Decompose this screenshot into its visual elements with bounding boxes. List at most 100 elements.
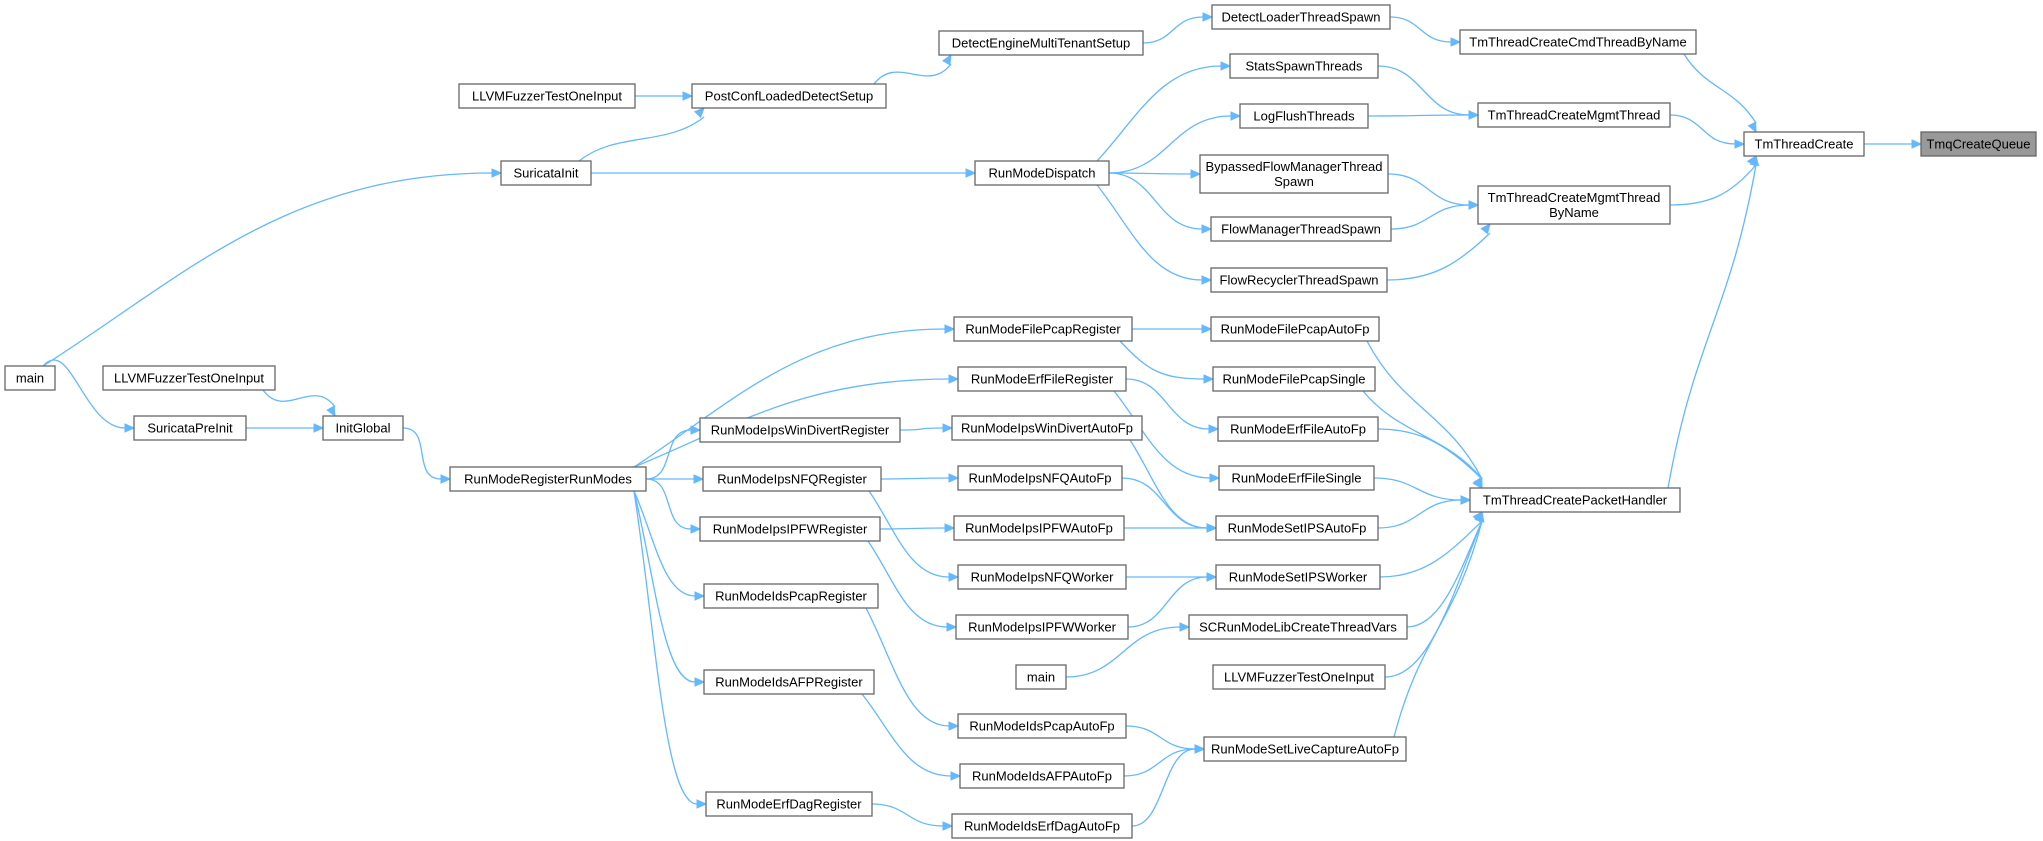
node-rmefr[interactable]: RunModeErfFileRegister	[957, 366, 1127, 392]
arrowhead-rmfpr-to-rmfps	[1203, 374, 1215, 384]
node-label: PostConfLoadedDetectSetup	[705, 89, 873, 104]
edge-rminr-to-rminaf	[880, 477, 950, 480]
node-rmidpr[interactable]: RunModeIdsPcapRegister	[703, 583, 879, 609]
edge-rmedr-to-rmiedaf	[871, 803, 944, 827]
node-rmidpaf[interactable]: RunModeIdsPcapAutoFp	[957, 713, 1127, 739]
arrowhead-rmiedaf-to-rmslcaf	[1194, 744, 1206, 754]
edge-rmiwdr-to-rmiwdaf	[899, 427, 944, 431]
edge-lft-to-tmtcmt	[1367, 114, 1470, 117]
node-rmiafaf[interactable]: RunModeIdsAFPAutoFp	[959, 763, 1125, 789]
node-rmedr[interactable]: RunModeErfDagRegister	[705, 791, 873, 817]
edge-rmiir-to-rmiiw	[867, 540, 948, 628]
node-rmfpr[interactable]: RunModeFilePcapRegister	[953, 316, 1133, 342]
node-label: FlowManagerThreadSpawn	[1221, 222, 1381, 237]
node-dlts[interactable]: DetectLoaderThreadSpawn	[1211, 4, 1391, 30]
node-box	[974, 160, 1110, 186]
node-label: RunModeIdsAFPAutoFp	[972, 769, 1112, 784]
node-label: RunModeDispatch	[989, 166, 1096, 181]
node-main2[interactable]: main	[1015, 664, 1067, 690]
node-pcld[interactable]: PostConfLoadedDetectSetup	[691, 83, 887, 109]
node-rmd[interactable]: RunModeDispatch	[974, 160, 1110, 186]
node-label: RunModeIpsIPFWWorker	[968, 620, 1117, 635]
node-rmsipsaf[interactable]: RunModeSetIPSAutoFp	[1215, 515, 1379, 541]
node-tmq[interactable]: TmqCreateQueue	[1920, 131, 2037, 157]
node-rmefs[interactable]: RunModeErfFileSingle	[1218, 465, 1375, 491]
node-label: RunModeErfFileRegister	[971, 372, 1114, 387]
node-llvm2[interactable]: LLVMFuzzerTestOneInput	[102, 365, 276, 391]
edge-rmd-to-frts	[1096, 184, 1203, 281]
node-llvm1[interactable]: LLVMFuzzerTestOneInput	[458, 83, 636, 109]
node-rmiedaf[interactable]: RunModeIdsErfDagAutoFp	[951, 813, 1133, 839]
edge-rmiafr-to-rmiafaf	[861, 693, 952, 777]
edge-rmiafaf-to-rmslcaf	[1123, 748, 1196, 777]
node-rmiafr[interactable]: RunModeIdsAFPRegister	[703, 669, 875, 695]
node-sst[interactable]: StatsSpawnThreads	[1229, 53, 1379, 79]
node-box	[703, 669, 875, 695]
arrowhead-rmefaf-to-tmtcph	[1472, 477, 1483, 489]
edge-rmidpaf-to-rmslcaf	[1125, 725, 1196, 750]
edge-main2-to-scrmlctv	[1065, 626, 1181, 678]
node-spi[interactable]: SuricataPreInit	[133, 415, 247, 441]
edge-rmd-to-bfmts	[1108, 172, 1192, 175]
node-rmfpaf[interactable]: RunModeFilePcapAutoFp	[1210, 316, 1380, 342]
node-lft[interactable]: LogFlushThreads	[1239, 103, 1369, 129]
node-box	[957, 366, 1127, 392]
node-label: RunModeIdsPcapAutoFp	[969, 719, 1114, 734]
edge-rmiiw-to-rmsipsw	[1127, 576, 1208, 628]
arrowhead-rmd-to-fmts	[1201, 224, 1213, 234]
node-box	[1203, 736, 1407, 762]
node-label: StatsSpawnThreads	[1245, 59, 1363, 74]
node-si[interactable]: SuricataInit	[500, 160, 592, 186]
node-main1[interactable]: main	[4, 365, 56, 391]
node-rmiir[interactable]: RunModeIpsIPFWRegister	[699, 516, 881, 542]
node-tmtc[interactable]: TmThreadCreate	[1743, 131, 1865, 157]
node-box	[1239, 103, 1369, 129]
node-rminaf[interactable]: RunModeIpsNFQAutoFp	[957, 465, 1123, 491]
node-box	[1210, 316, 1380, 342]
node-rmiwdr[interactable]: RunModeIpsWinDivertRegister	[699, 417, 901, 443]
node-rmrrm[interactable]: RunModeRegisterRunModes	[449, 466, 647, 492]
node-tmtcph[interactable]: TmThreadCreatePacketHandler	[1469, 487, 1681, 513]
node-rmfps[interactable]: RunModeFilePcapSingle	[1212, 366, 1376, 392]
node-tmtcmt[interactable]: TmThreadCreateMgmtThread	[1477, 102, 1671, 128]
node-scrmlctv[interactable]: SCRunModeLibCreateThreadVars	[1188, 614, 1408, 640]
node-rmiwdaf[interactable]: RunModeIpsWinDivertAutoFp	[951, 415, 1143, 441]
arrowhead-tmtcph-to-tmtc	[1749, 154, 1760, 167]
node-tmtccbn[interactable]: TmThreadCreateCmdThreadByName	[1459, 29, 1697, 55]
edge-main1-to-spi	[42, 359, 126, 429]
node-ig[interactable]: InitGlobal	[322, 415, 404, 441]
edge-rmrrm-to-rmedr	[633, 490, 698, 805]
node-rmsipsw[interactable]: RunModeSetIPSWorker	[1215, 564, 1381, 590]
node-box	[1217, 416, 1379, 442]
arrowhead-pcld-to-demts	[942, 53, 952, 66]
edge-rmrrm-to-rmefr	[633, 378, 950, 468]
node-rmiiw[interactable]: RunModeIpsIPFWWorker	[955, 614, 1129, 640]
edge-rmsipsw-to-tmtcph	[1379, 520, 1483, 578]
node-label: LLVMFuzzerTestOneInput	[1224, 670, 1374, 685]
node-label: RunModeErfDagRegister	[716, 797, 862, 812]
node-frts[interactable]: FlowRecyclerThreadSpawn	[1210, 267, 1388, 293]
arrowhead-llvm2-to-ig	[326, 405, 336, 418]
node-rmiiaf[interactable]: RunModeIpsIPFWAutoFp	[953, 515, 1125, 541]
edge-rmfpaf-to-tmtcph	[1366, 340, 1483, 480]
node-box	[1015, 664, 1067, 690]
node-rmslcaf[interactable]: RunModeSetLiveCaptureAutoFp	[1203, 736, 1407, 762]
node-fmts[interactable]: FlowManagerThreadSpawn	[1210, 216, 1392, 242]
arrowhead-rmrrm-to-rminr	[693, 474, 705, 484]
arrowhead-frts-to-tmtcmtbn	[1480, 223, 1491, 235]
edge-rmiwdaf-to-rmsipsaf	[1129, 439, 1208, 529]
arrowhead-rmefr-to-rmefaf	[1208, 424, 1220, 434]
node-rmefaf[interactable]: RunModeErfFileAutoFp	[1217, 416, 1379, 442]
node-rminr[interactable]: RunModeIpsNFQRegister	[702, 466, 882, 492]
arrowhead-tmtcmt-to-tmtc	[1734, 139, 1746, 149]
node-rminw[interactable]: RunModeIpsNFQWorker	[957, 564, 1127, 590]
node-box	[1215, 564, 1381, 590]
node-llvm3[interactable]: LLVMFuzzerTestOneInput	[1212, 664, 1386, 690]
node-label: BypassedFlowManagerThread	[1205, 159, 1382, 174]
node-demts[interactable]: DetectEngineMultiTenantSetup	[938, 30, 1144, 56]
arrowhead-rmiir-to-rmiiw	[946, 622, 958, 632]
arrowhead-rmidpr-to-rmidpaf	[948, 721, 960, 731]
